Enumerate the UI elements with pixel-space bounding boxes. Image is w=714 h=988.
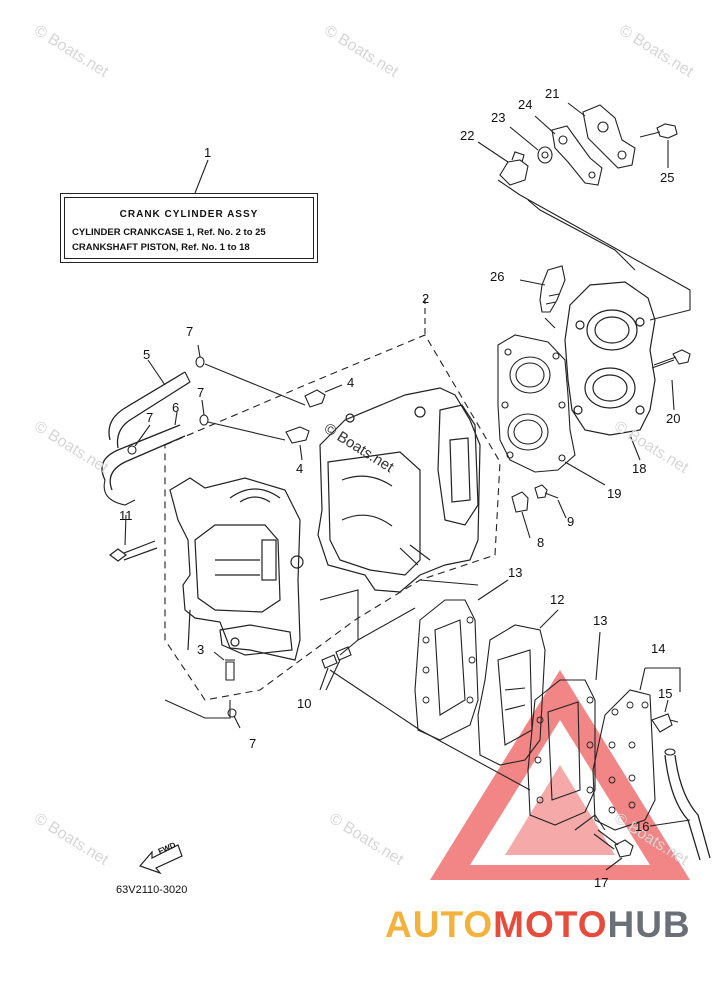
washer-23 bbox=[537, 146, 553, 164]
crankcase-half bbox=[169, 477, 304, 661]
callout-19: 19 bbox=[607, 486, 622, 501]
brand-logo-text: AUTOMOTOHUB bbox=[385, 904, 691, 946]
callout-26: 26 bbox=[490, 269, 505, 284]
callout-22: 22 bbox=[460, 128, 475, 143]
exhaust-cover-12 bbox=[477, 624, 546, 766]
callout-7: 7 bbox=[186, 324, 194, 339]
spark-plug-26 bbox=[539, 265, 566, 313]
fitting-4-b bbox=[285, 426, 310, 444]
clip-7-c bbox=[127, 445, 137, 455]
exhaust-gasket-13-b bbox=[527, 679, 596, 826]
callout-17: 17 bbox=[594, 875, 609, 890]
callout-18: 18 bbox=[632, 461, 647, 476]
spec-line-2: CRANKSHAFT PISTON, Ref. No. 1 to 18 bbox=[72, 242, 250, 253]
callout-15: 15 bbox=[658, 686, 673, 701]
hose-6 bbox=[101, 424, 186, 491]
spec-title: CRANK CYLINDER ASSY bbox=[119, 209, 259, 220]
callout-3: 3 bbox=[197, 642, 205, 657]
clip-7-a bbox=[195, 356, 205, 368]
brand-part-2: MOTO bbox=[493, 904, 608, 945]
fwd-arrow-icon bbox=[138, 844, 183, 875]
callout-21: 21 bbox=[545, 86, 560, 101]
callout-14: 14 bbox=[651, 641, 666, 656]
callout-7: 7 bbox=[249, 736, 257, 751]
callout-20: 20 bbox=[666, 411, 681, 426]
callout-2: 2 bbox=[422, 291, 430, 306]
callout-7: 7 bbox=[197, 385, 205, 400]
callout-4: 4 bbox=[347, 375, 355, 390]
exhaust-gasket-13-a bbox=[414, 599, 479, 741]
hose-5 bbox=[108, 371, 191, 449]
gasket-24 bbox=[551, 125, 603, 186]
bolt-20 bbox=[651, 349, 691, 369]
dowel-pins-10 bbox=[321, 646, 352, 669]
callout-24: 24 bbox=[518, 97, 533, 112]
brand-part-3: HUB bbox=[607, 904, 691, 945]
callout-23: 23 bbox=[491, 110, 506, 125]
fitting-4-a bbox=[304, 389, 326, 408]
diagram-code: 63V2110-3020 bbox=[116, 884, 188, 896]
bolt-25 bbox=[639, 123, 678, 139]
callout-10: 10 bbox=[297, 696, 312, 711]
outer-cover-14 bbox=[592, 689, 656, 831]
callout-12: 12 bbox=[550, 592, 565, 607]
callout-13: 13 bbox=[593, 613, 608, 628]
callout-11: 11 bbox=[119, 508, 133, 523]
cylinder-block bbox=[317, 387, 481, 593]
brand-part-1: AUTO bbox=[385, 904, 494, 945]
stud-3 bbox=[225, 659, 235, 681]
fitting-15 bbox=[651, 713, 679, 733]
leader-1 bbox=[194, 159, 209, 194]
callout-7: 7 bbox=[146, 410, 154, 425]
bolt-11 bbox=[109, 540, 158, 562]
callout-5: 5 bbox=[143, 347, 151, 362]
cylinder-head-18 bbox=[564, 281, 656, 436]
assembly-spec-box: CRANK CYLINDER ASSY CYLINDER CRANKCASE 1… bbox=[60, 193, 318, 263]
brand-triangle-logo bbox=[430, 670, 690, 880]
callout-4: 4 bbox=[296, 461, 304, 476]
callout-1: 1 bbox=[204, 145, 212, 160]
callout-8: 8 bbox=[537, 535, 545, 550]
bolt-17 bbox=[593, 829, 634, 858]
screw-9 bbox=[534, 484, 559, 499]
thermostat-cover-21 bbox=[582, 104, 636, 169]
callout-25: 25 bbox=[660, 170, 675, 185]
clip-7-b bbox=[199, 414, 209, 426]
callout-6: 6 bbox=[172, 400, 180, 415]
spec-line-1: CYLINDER CRANKCASE 1, Ref. No. 2 to 25 bbox=[72, 227, 266, 238]
callout-13: 13 bbox=[508, 565, 523, 580]
callout-16: 16 bbox=[635, 819, 650, 834]
crankcase-dashed-outline bbox=[164, 334, 501, 701]
callout-9: 9 bbox=[567, 514, 575, 529]
temp-sensor-22 bbox=[499, 151, 529, 186]
head-gasket-19 bbox=[497, 334, 576, 473]
anode-8 bbox=[511, 491, 529, 513]
